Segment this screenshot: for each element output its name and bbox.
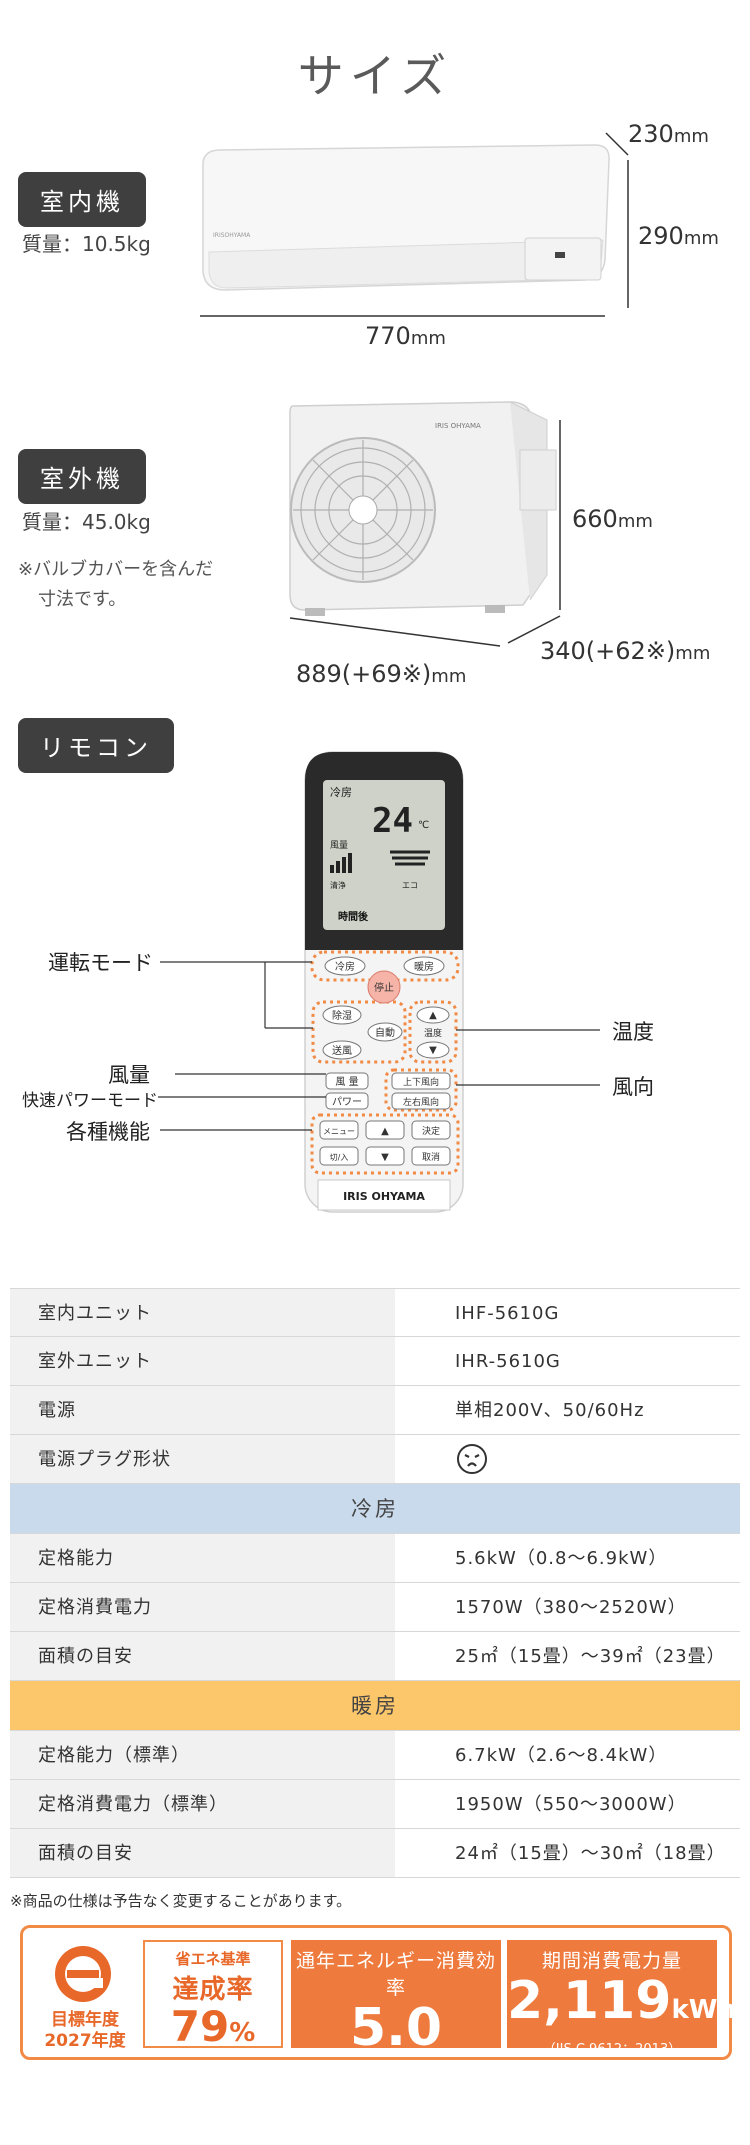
annual-power-box: 期間消費電力量 2,119kWh （JIS C 9612：2013） [507, 1940, 736, 2057]
svg-text:メニュー: メニュー [323, 1127, 355, 1136]
svg-text:清浄: 清浄 [330, 880, 346, 890]
indoor-unit-illustration: IRISOHYAMA [202, 144, 610, 291]
callout-fan: 風量 [108, 1063, 150, 1087]
svg-text:▲: ▲ [429, 1010, 437, 1021]
svg-text:上下風向: 上下風向 [403, 1076, 439, 1088]
svg-text:▼: ▼ [429, 1045, 437, 1056]
spec-footnote: ※商品の仕様は予告なく変更することがあります。 [10, 1892, 352, 1910]
callout-power-mode: 快速パワーモード [22, 1091, 158, 1111]
svg-text:切/入: 切/入 [330, 1153, 349, 1162]
indoor-dimension-lines [200, 132, 629, 317]
outdoor-width: 889(+69※)mm [296, 660, 467, 688]
svg-text:冷房: 冷房 [330, 786, 352, 799]
remote-section: 冷房 24 ℃ 風量 清浄 エコ 時間後 冷房 暖房 停止 除湿 自動 送風 ▲… [0, 740, 750, 1220]
svg-text:決定: 決定 [422, 1125, 440, 1137]
table-row: 定格消費電力（標準）1950W（550〜3000W） [10, 1780, 740, 1829]
achievement-rate: 省エネ基準 達成率 79% [143, 1940, 283, 2048]
svg-text:パワー: パワー [332, 1096, 362, 1108]
callout-temp: 温度 [612, 1020, 654, 1044]
indoor-label: 室内機 [18, 172, 146, 227]
svg-text:冷房: 冷房 [335, 960, 355, 973]
svg-text:温度: 温度 [424, 1027, 442, 1039]
svg-text:送風: 送風 [332, 1044, 352, 1057]
table-row: 電源単相200V、50/60Hz [10, 1386, 740, 1435]
svg-text:▼: ▼ [381, 1152, 389, 1163]
outdoor-unit-illustration: IRIS OHYAMA [289, 401, 557, 616]
svg-text:暖房: 暖房 [414, 960, 434, 973]
cooling-header: 冷房 [10, 1484, 740, 1534]
indoor-height: 290mm [638, 222, 719, 250]
svg-text:時間後: 時間後 [338, 910, 369, 923]
heating-header: 暖房 [10, 1681, 740, 1731]
target-year: 目標年度 2027年度 [44, 2010, 126, 2051]
outdoor-brand: IRIS OHYAMA [435, 422, 481, 430]
svg-text:24: 24 [372, 801, 413, 841]
svg-text:左右風向: 左右風向 [403, 1096, 439, 1108]
energy-label: 目標年度 2027年度 省エネ基準 達成率 79% 通年エネルギー消費効率 5.… [20, 1925, 736, 2075]
svg-text:停止: 停止 [374, 981, 394, 994]
outdoor-mass: 質量：45.0kg [22, 510, 151, 534]
outdoor-label: 室外機 [18, 449, 146, 504]
page-title: サイズ [297, 49, 453, 103]
indoor-depth: 230mm [628, 120, 709, 148]
remote-label: リモコン [18, 718, 174, 773]
indoor-brand: IRISOHYAMA [213, 232, 251, 239]
callout-direction: 風向 [612, 1075, 654, 1099]
svg-text:風量: 風量 [330, 840, 348, 851]
svg-text:エコ: エコ [402, 881, 418, 890]
apf-box: 通年エネルギー消費効率 5.0 （JIS C 9612：2013） [291, 1940, 501, 2075]
plug-shape-icon [457, 1444, 487, 1474]
svg-text:風 量: 風 量 [335, 1076, 358, 1088]
outdoor-dimension-lines [289, 420, 561, 647]
table-row: 電源プラグ形状 [10, 1435, 740, 1484]
indoor-width: 770mm [365, 322, 446, 350]
remote-illustration: 冷房 24 ℃ 風量 清浄 エコ 時間後 冷房 暖房 停止 除湿 自動 送風 ▲… [158, 751, 600, 1213]
outdoor-height: 660mm [572, 505, 653, 533]
svg-text:自動: 自動 [375, 1026, 395, 1039]
svg-text:取消: 取消 [422, 1151, 440, 1163]
table-row: 定格能力（標準）6.7kW（2.6〜8.4kW） [10, 1731, 740, 1780]
energy-saving-e-icon [55, 1946, 111, 2002]
svg-text:℃: ℃ [418, 820, 429, 831]
outdoor-note: ※バルブカバーを含んだ 寸法です。 [18, 559, 214, 610]
callout-functions: 各種機能 [66, 1120, 150, 1144]
indoor-mass: 質量：10.5kg [22, 232, 151, 256]
outdoor-depth: 340(+62※)mm [540, 637, 711, 665]
svg-text:▲: ▲ [381, 1126, 389, 1137]
svg-text:IRIS OHYAMA: IRIS OHYAMA [343, 1190, 425, 1203]
svg-text:除湿: 除湿 [332, 1009, 352, 1022]
callout-mode: 運転モード [48, 951, 153, 975]
